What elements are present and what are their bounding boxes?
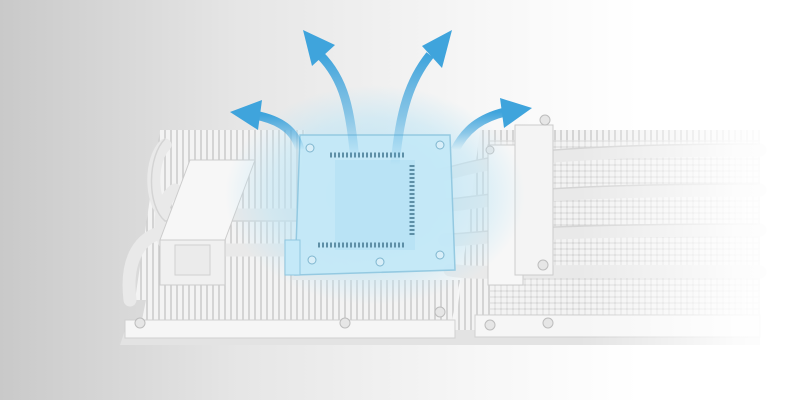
- cold-plate-vents: [318, 152, 415, 248]
- airflow-arrow-icon: [390, 30, 452, 166]
- airflow-arrows: [230, 30, 532, 166]
- cold-plate: [284, 134, 456, 276]
- airflow-arrow-icon: [230, 100, 305, 152]
- airflow-arrow-icon: [450, 98, 532, 153]
- airflow-arrow-icon: [303, 30, 360, 161]
